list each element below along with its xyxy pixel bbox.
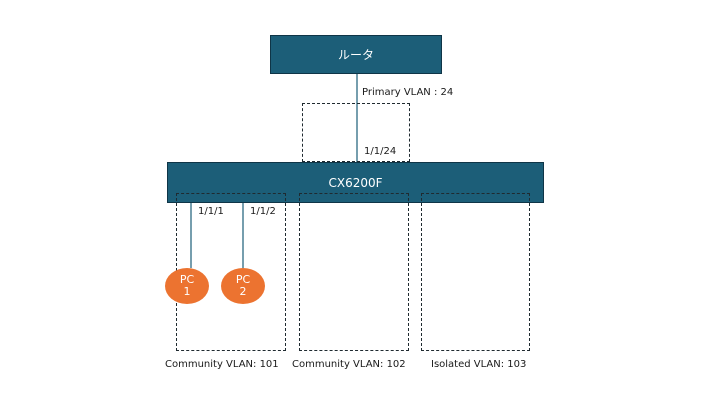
pc-1-node: PC 1 [165,268,209,304]
pc-2-label-line1: PC [235,273,251,286]
switch-node: CX6200F [167,162,544,203]
pc-2-node: PC 2 [221,268,265,304]
community-vlan-102-label: Community VLAN: 102 [292,359,406,370]
router-label: ルータ [337,48,374,62]
primary-vlan-box [302,103,410,162]
primary-vlan-label: Primary VLAN : 24 [362,87,454,98]
isolated-vlan-103-box [421,193,530,351]
pc2-port-label: 1/1/2 [250,206,276,217]
pc1-port-label: 1/1/1 [198,206,224,217]
router-node: ルータ [270,35,442,74]
pc-2-label-line2: 2 [239,285,247,298]
community-vlan-101-label: Community VLAN: 101 [165,359,279,370]
switch-label: CX6200F [328,175,383,190]
uplink-port-label: 1/1/24 [364,146,397,157]
pc-1-label-line1: PC [179,273,195,286]
isolated-vlan-103-label: Isolated VLAN: 103 [431,359,527,370]
community-vlan-102-box [299,193,409,351]
pc-1-label-line2: 1 [183,285,191,298]
